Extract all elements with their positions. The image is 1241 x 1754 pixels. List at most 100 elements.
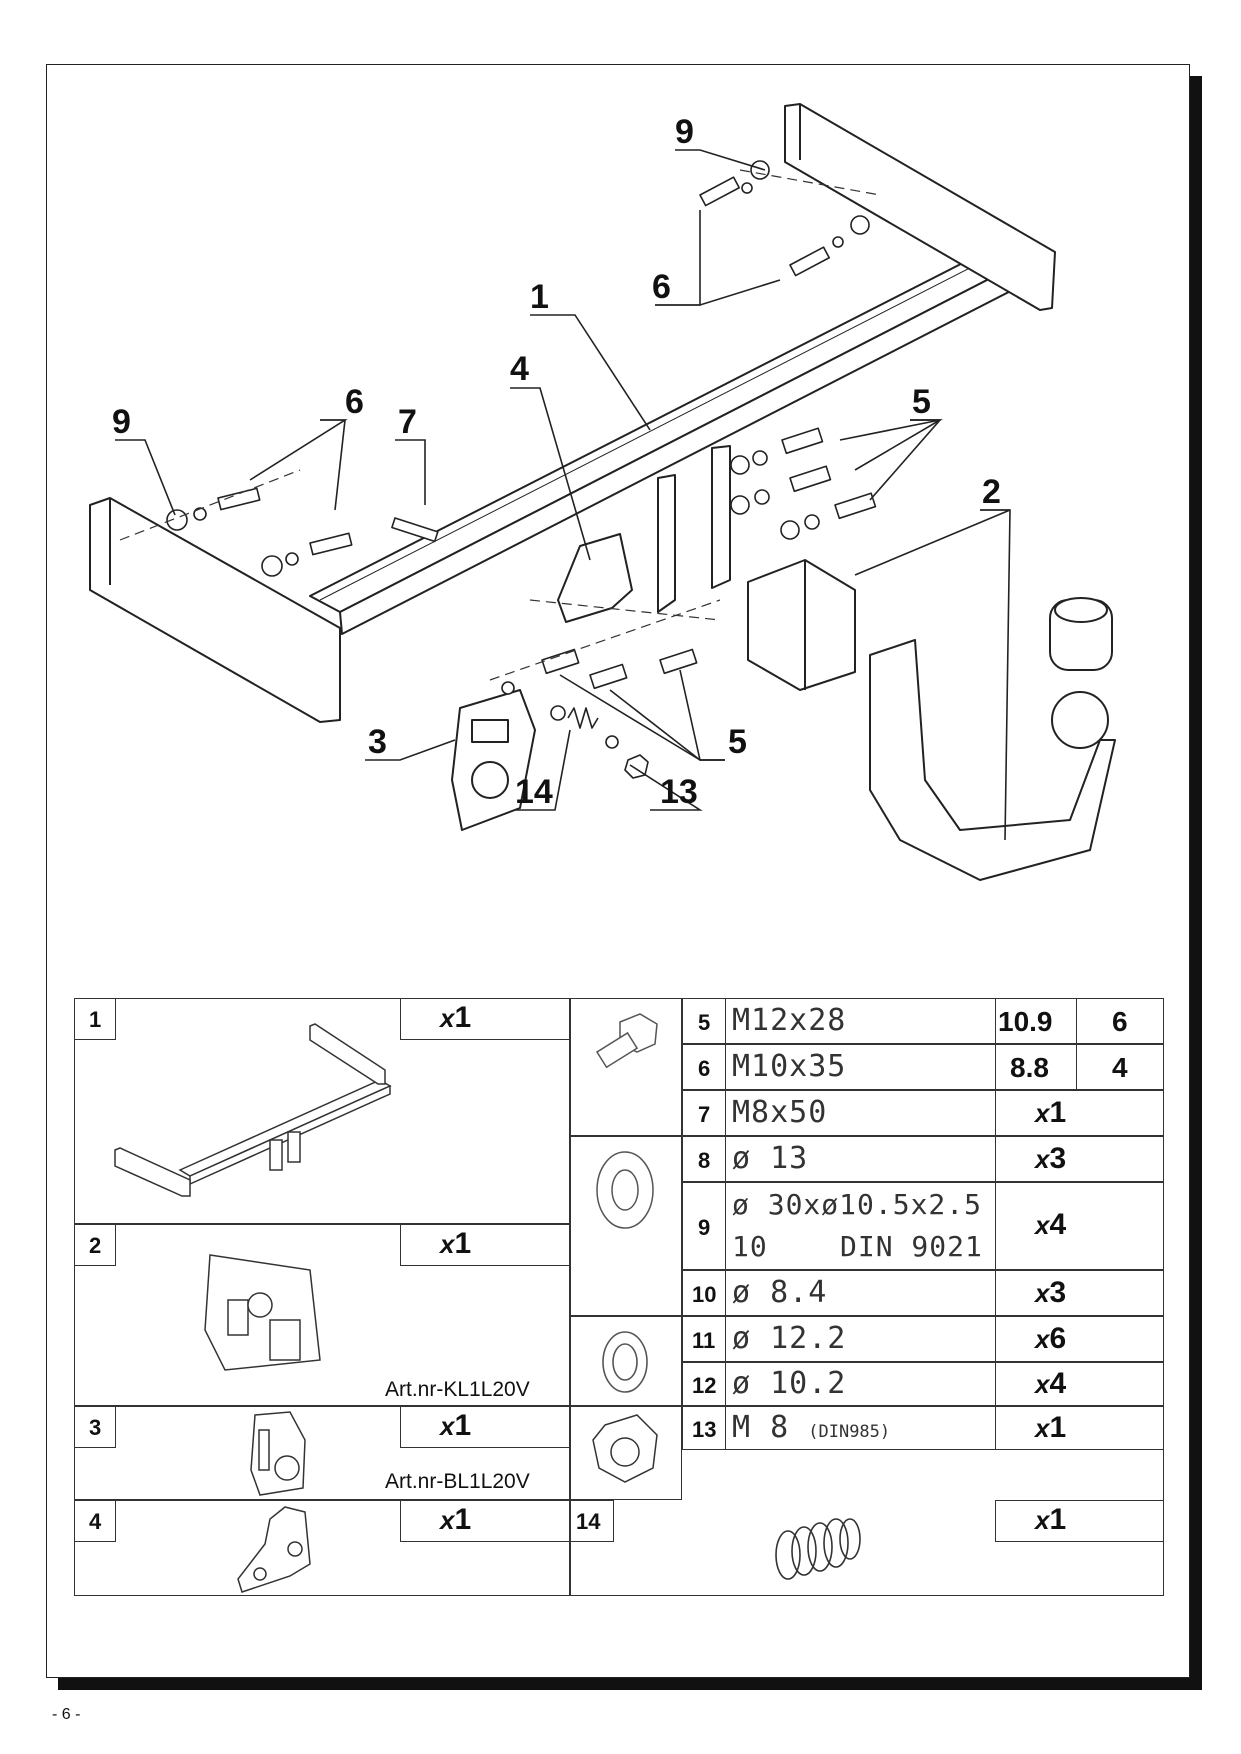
ball-hitch-icon bbox=[204, 1254, 321, 1371]
part-number: 6 bbox=[698, 1056, 711, 1081]
spring-washer-spec: ø 12.2 bbox=[732, 1321, 847, 1356]
column-divider bbox=[682, 998, 726, 1450]
electronic-module bbox=[747, 559, 856, 691]
callout-9-left: 9 bbox=[112, 403, 131, 441]
part-no-box bbox=[74, 1406, 116, 1448]
part-qty: x1 bbox=[440, 1227, 472, 1260]
part-number: 10 bbox=[692, 1282, 717, 1307]
bolt-qty: 4 bbox=[1112, 1052, 1128, 1083]
crossbar-icon bbox=[114, 1023, 392, 1197]
bolt-qty: 6 bbox=[1112, 1006, 1128, 1037]
washer-standard: DIN 9021 bbox=[840, 1230, 983, 1263]
spring-washer-spec: ø 10.2 bbox=[732, 1366, 847, 1401]
nut-icon-cell bbox=[570, 1406, 682, 1500]
left-side-plate bbox=[89, 497, 341, 723]
part-qty: x1 bbox=[440, 1001, 472, 1034]
part-number: 1 bbox=[89, 1007, 102, 1032]
spring-washer-icon-cell bbox=[570, 1316, 682, 1406]
washer-spec: ø 8.4 bbox=[732, 1275, 828, 1310]
bracket-4 bbox=[557, 533, 633, 623]
spring-14 bbox=[567, 707, 599, 729]
part-number: 5 bbox=[698, 1010, 711, 1035]
bracket-icon bbox=[237, 1506, 311, 1593]
part-number: 11 bbox=[692, 1328, 716, 1353]
bolt-spec: M12x28 bbox=[732, 1003, 847, 1038]
spring-icon bbox=[775, 1518, 861, 1580]
part-qty: x1 bbox=[440, 1409, 472, 1442]
center-bracket bbox=[711, 445, 731, 589]
bolt-icon-cell bbox=[570, 998, 682, 1136]
callout-6-top: 6 bbox=[652, 268, 671, 306]
tow-ball-neck bbox=[869, 639, 1116, 881]
callout-13: 13 bbox=[660, 773, 698, 811]
frame-shadow bbox=[1190, 76, 1202, 1690]
spring-washer-icon bbox=[602, 1331, 648, 1393]
crossbar bbox=[339, 257, 1033, 635]
callout-9-top: 9 bbox=[675, 113, 694, 151]
center-bracket bbox=[657, 474, 676, 613]
washer-spec: 10 bbox=[732, 1230, 768, 1263]
part-qty: x1 bbox=[1035, 1096, 1067, 1129]
part-qty: x6 bbox=[1035, 1322, 1067, 1355]
part-qty: x1 bbox=[1035, 1411, 1067, 1444]
qty-box bbox=[400, 1224, 570, 1266]
washer-spec: ø 30xø10.5x2.5 bbox=[732, 1188, 983, 1221]
frame-shadow bbox=[58, 1678, 1202, 1690]
qty-box bbox=[995, 1500, 1164, 1542]
callout-5-bottom: 5 bbox=[728, 723, 747, 761]
part-qty: x4 bbox=[1035, 1208, 1067, 1241]
part-qty: x3 bbox=[1035, 1276, 1067, 1309]
part-qty: x1 bbox=[440, 1503, 472, 1536]
page-number: - 6 - bbox=[52, 1706, 81, 1723]
callout-1: 1 bbox=[530, 278, 549, 316]
article-number: Art.nr-KL1L20V bbox=[385, 1378, 530, 1401]
nut-spec: M 8 (DIN985) bbox=[732, 1410, 891, 1445]
article-number: Art.nr-BL1L20V bbox=[385, 1470, 530, 1493]
part-number: 13 bbox=[692, 1417, 717, 1442]
part-qty: x1 bbox=[1035, 1503, 1067, 1536]
callout-7: 7 bbox=[398, 403, 417, 441]
nut-icon bbox=[592, 1414, 658, 1483]
washer-icon bbox=[596, 1151, 654, 1229]
callout-6-left: 6 bbox=[345, 383, 364, 421]
callout-14: 14 bbox=[515, 773, 553, 811]
part-number: 14 bbox=[576, 1509, 601, 1534]
callout-5-top: 5 bbox=[912, 383, 931, 421]
qty-box bbox=[400, 1406, 570, 1448]
part-number: 12 bbox=[692, 1373, 717, 1398]
qty-box bbox=[400, 998, 570, 1040]
part-no-box bbox=[74, 998, 116, 1040]
bolt-icon bbox=[595, 1013, 658, 1069]
tow-ball bbox=[1051, 691, 1109, 749]
part-no-box bbox=[74, 1500, 116, 1542]
part-row-1 bbox=[74, 998, 570, 1224]
part-number: 8 bbox=[698, 1148, 711, 1173]
part-row-2 bbox=[74, 1224, 570, 1406]
part-number: 4 bbox=[89, 1509, 102, 1534]
bolt-grade: 8.8 bbox=[1010, 1052, 1049, 1083]
part-number: 9 bbox=[698, 1215, 711, 1240]
bolt-grade: 10.9 bbox=[998, 1006, 1053, 1037]
part-row-3 bbox=[74, 1406, 570, 1500]
part-no-box bbox=[74, 1224, 116, 1266]
part-row-4 bbox=[74, 1500, 570, 1596]
callout-2: 2 bbox=[982, 473, 1001, 511]
part-no-box bbox=[570, 1500, 614, 1542]
part-number: 7 bbox=[698, 1102, 711, 1127]
callout-3: 3 bbox=[368, 723, 387, 761]
socket-plate-icon bbox=[250, 1411, 306, 1496]
part-qty: x4 bbox=[1035, 1367, 1067, 1400]
right-side-plate bbox=[784, 103, 1056, 311]
qty-box bbox=[400, 1500, 570, 1542]
column-divider bbox=[995, 998, 1164, 1450]
column-divider bbox=[995, 998, 1077, 1090]
callout-4: 4 bbox=[510, 350, 529, 388]
washer-icon-cell bbox=[570, 1136, 682, 1316]
bolt-spec: M10x35 bbox=[732, 1049, 847, 1084]
part-number: 3 bbox=[89, 1415, 102, 1440]
washer-spec: ø 13 bbox=[732, 1141, 809, 1176]
part-number: 2 bbox=[89, 1233, 102, 1258]
bolt-spec: M8x50 bbox=[732, 1095, 828, 1130]
part-qty: x3 bbox=[1035, 1142, 1067, 1175]
